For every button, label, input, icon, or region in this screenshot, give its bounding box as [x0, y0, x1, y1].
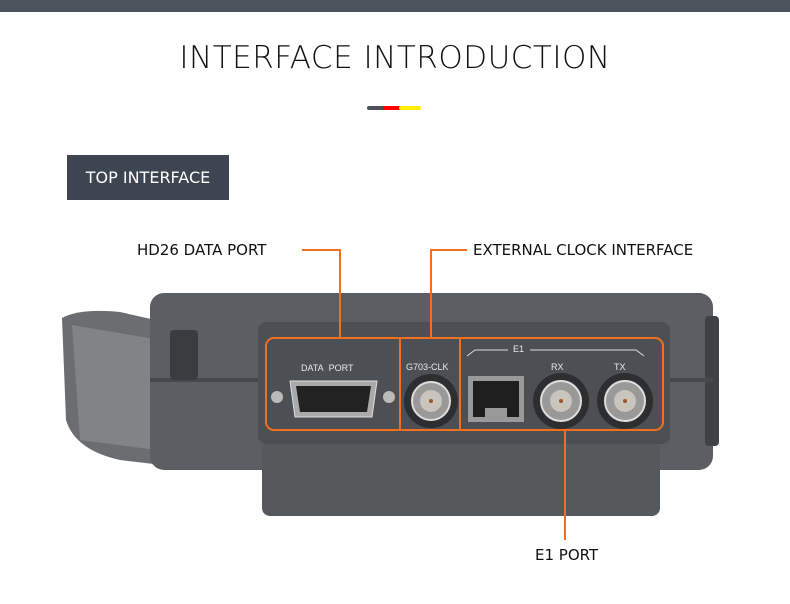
callout-e1: E1 PORT [535, 546, 599, 564]
callout-line [564, 430, 566, 540]
rj45-port [468, 376, 524, 422]
title-underline-yellow [399, 106, 421, 110]
callout-line [339, 249, 341, 339]
device-bottom [262, 440, 660, 516]
callout-clock: EXTERNAL CLOCK INTERFACE [473, 241, 694, 259]
top-bar [0, 0, 790, 12]
callout-line [302, 249, 341, 251]
callout-box [265, 337, 664, 431]
callout-line [430, 249, 432, 339]
callout-hd26: HD26 DATA PORT [137, 241, 267, 259]
label-data-port: DATA PORT [301, 363, 354, 373]
bnc-clk [404, 374, 458, 428]
bnc-tx [597, 373, 653, 429]
label-rx: RX [551, 362, 564, 372]
title-underline-red [383, 106, 400, 110]
label-g703-clk: G703-CLK [406, 362, 449, 372]
page-title: INTERFACE INTRODUCTION [179, 40, 611, 76]
label-e1: E1 [513, 344, 525, 354]
title-underline-gray [367, 106, 385, 110]
section-tag: TOP INTERFACE [67, 155, 229, 200]
callout-line [430, 249, 467, 251]
bnc-rx [533, 373, 589, 429]
label-tx: TX [614, 362, 626, 372]
